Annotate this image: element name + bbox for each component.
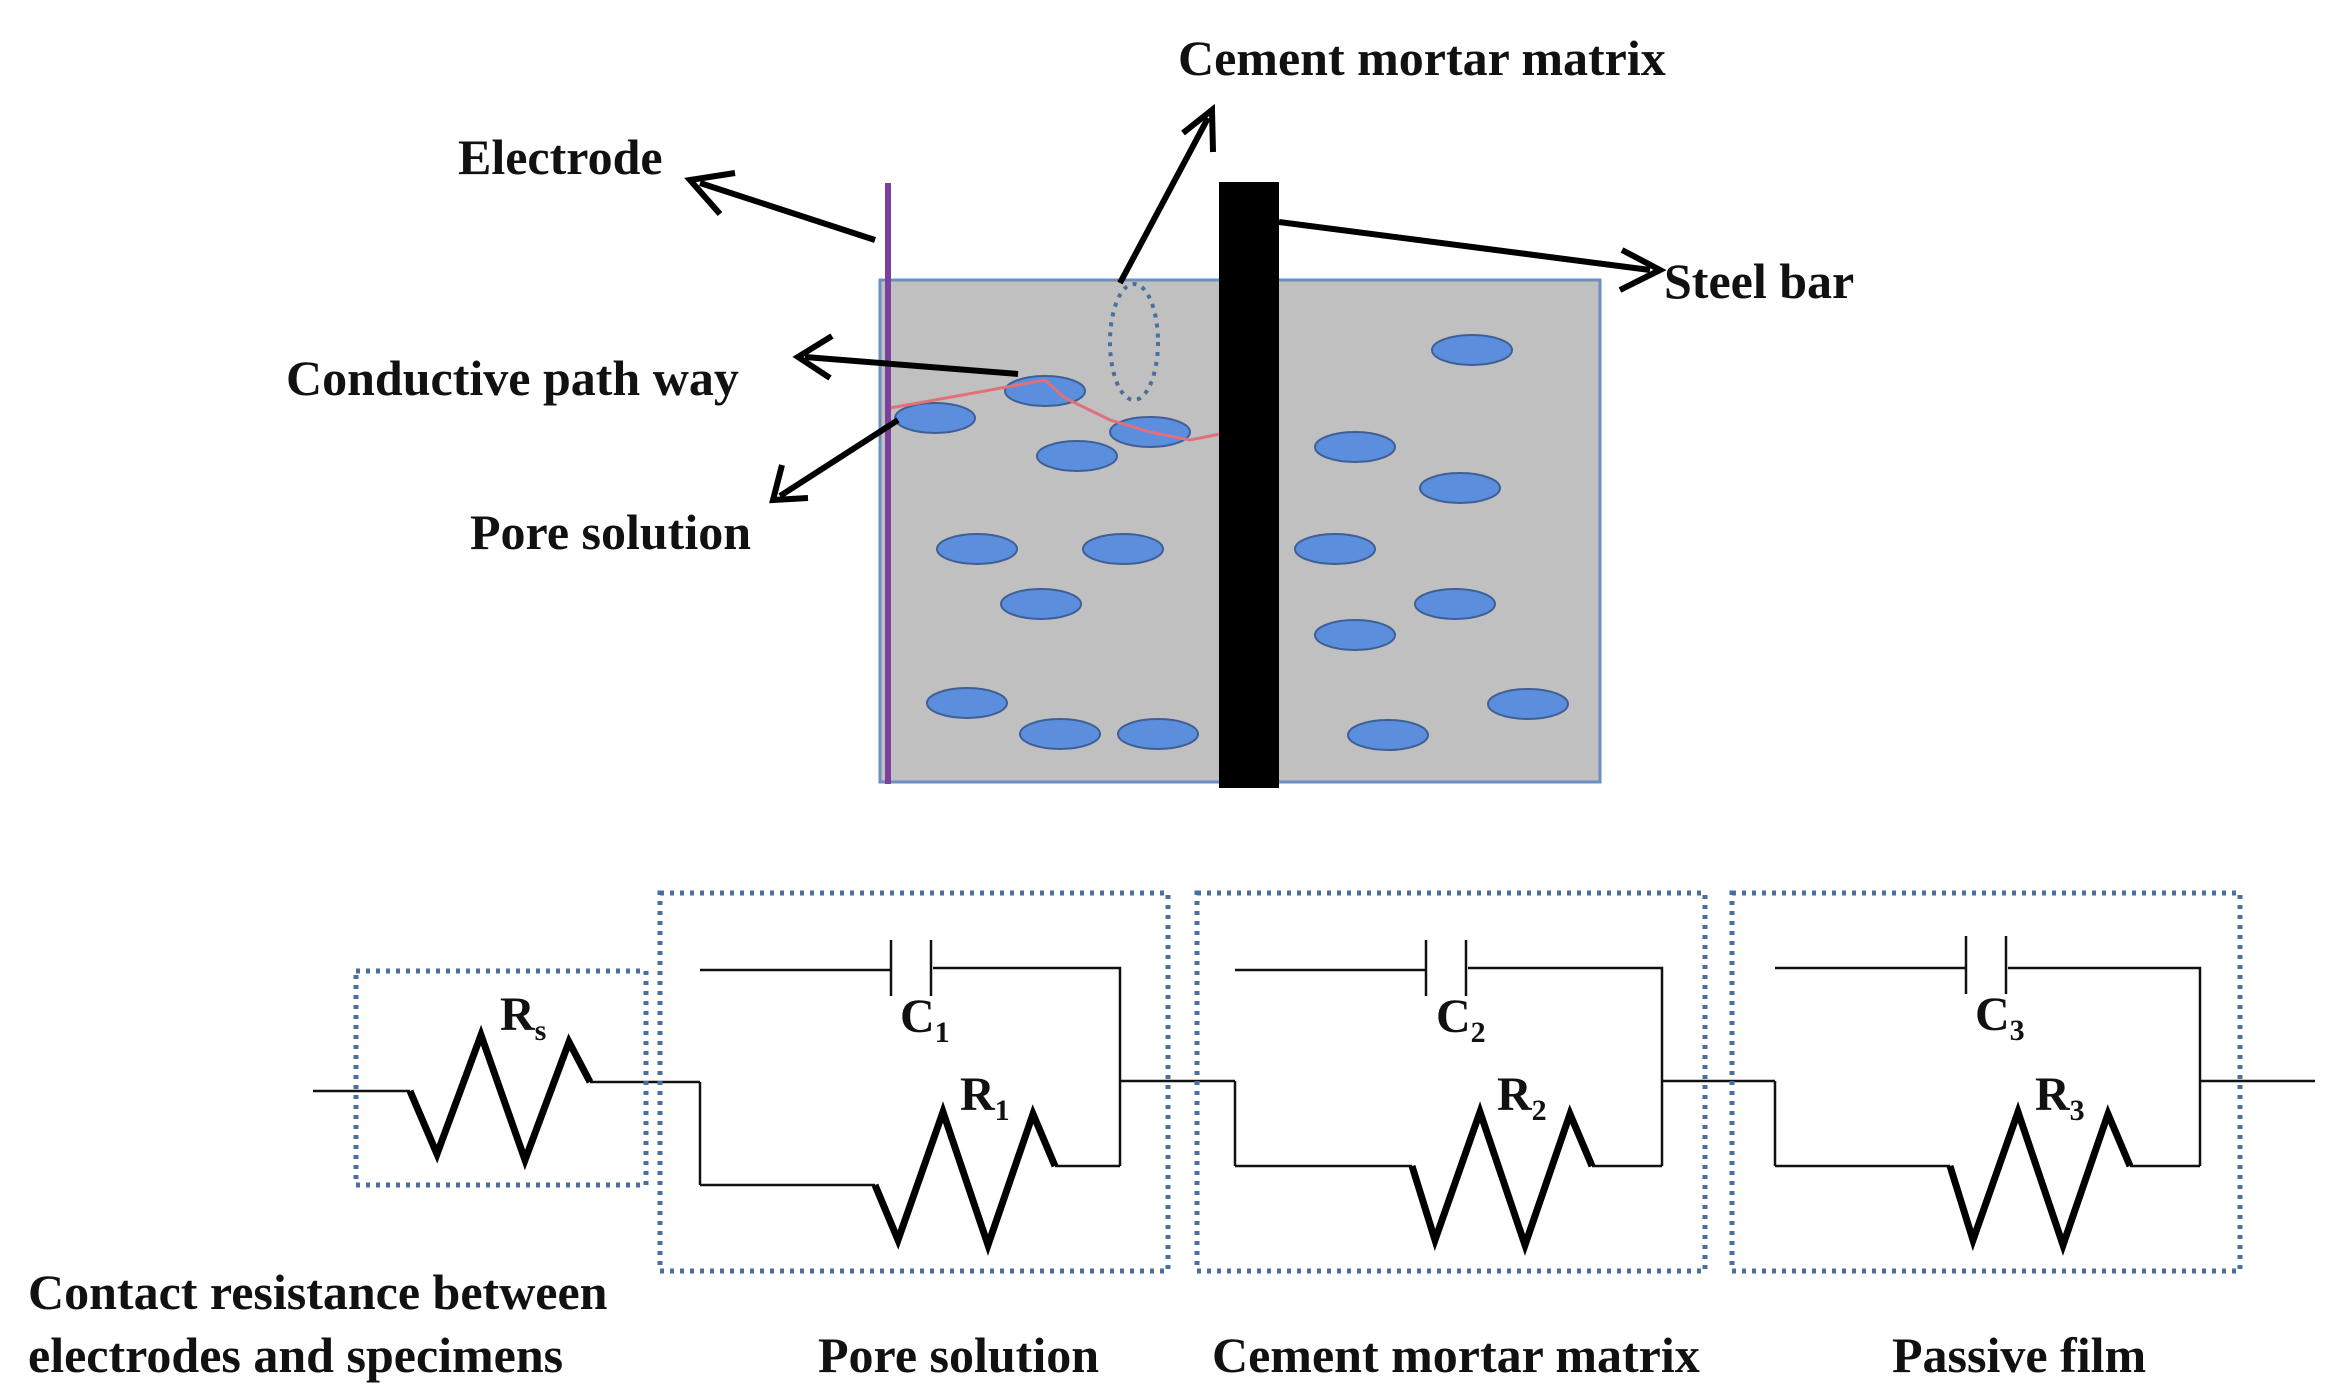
c1-capacitor <box>889 940 933 996</box>
pore-ellipse <box>1036 440 1118 472</box>
pore-ellipse <box>1414 588 1496 620</box>
c2-capacitor <box>1424 940 1468 996</box>
pore-ellipse <box>1314 431 1396 463</box>
cement-matrix-label: Cement mortar matrix <box>1178 30 1666 86</box>
equivalent-circuit: Rs C1 R1 <box>313 890 2315 1274</box>
electrode-label: Electrode <box>458 129 663 185</box>
pore-ellipse <box>1431 334 1513 366</box>
pore-ellipse <box>1347 719 1429 751</box>
pore-ellipse <box>1117 718 1199 750</box>
c1-label: C1 <box>900 990 950 1049</box>
pore-ellipse <box>1082 533 1164 565</box>
conductive-path-label: Conductive path way <box>286 350 739 406</box>
c2-label: C2 <box>1436 990 1486 1049</box>
steel-bar-label: Steel bar <box>1664 253 1854 309</box>
pointer-arrows <box>684 103 1667 504</box>
stage-1-parallel <box>698 966 1122 1187</box>
r1-resistor <box>871 1101 1059 1256</box>
stage-2-parallel <box>1233 966 1664 1168</box>
pore-ellipse <box>1314 619 1396 651</box>
cement-matrix-highlight <box>1108 282 1160 402</box>
rs-resistor <box>406 1024 594 1171</box>
pore-ellipse <box>894 402 976 434</box>
r3-resistor <box>1946 1101 2134 1256</box>
pore-ellipse <box>1000 588 1082 620</box>
contact-resistance-caption-line2: electrodes and specimens <box>28 1327 563 1383</box>
r2-label: R2 <box>1497 1068 1547 1127</box>
pore-solution-label: Pore solution <box>470 504 751 560</box>
pore-solution-arrow <box>769 417 900 504</box>
steel-bar <box>1219 182 1279 788</box>
contact-resistance-caption-line1: Contact resistance between <box>28 1264 608 1320</box>
c3-label: C3 <box>1975 988 2025 1047</box>
r1-label: R1 <box>960 1068 1010 1127</box>
pore-ellipse <box>1294 533 1376 565</box>
pore-ellipse <box>926 687 1008 719</box>
r3-label: R3 <box>2035 1068 2085 1127</box>
cement-matrix-caption: Cement mortar matrix <box>1212 1327 1700 1383</box>
c3-capacitor <box>1964 936 2008 994</box>
pore-ellipse <box>1019 718 1101 750</box>
conductive-path-line <box>889 378 1221 442</box>
rs-label: Rs <box>500 988 546 1047</box>
stage-1-dotted-box <box>657 890 1171 1274</box>
steel-bar-arrow <box>1278 219 1667 293</box>
stage-2-dotted-box <box>1194 890 1708 1274</box>
pore-ellipse <box>1487 688 1569 720</box>
pore-ellipse <box>936 533 1018 565</box>
pore-solution-caption: Pore solution <box>818 1327 1099 1383</box>
stage-3-parallel <box>1773 966 2202 1168</box>
pore-ellipse <box>1419 472 1501 504</box>
passive-film-caption: Passive film <box>1892 1327 2146 1383</box>
r2-resistor <box>1408 1101 1596 1256</box>
cement-matrix-arrow <box>1117 103 1216 285</box>
rs-dotted-box <box>353 968 649 1188</box>
electrode-arrow <box>684 170 876 243</box>
specimen-schematic <box>878 182 1602 788</box>
conductive-path-arrow <box>792 333 1019 381</box>
stage-3-dotted-box <box>1729 890 2243 1274</box>
